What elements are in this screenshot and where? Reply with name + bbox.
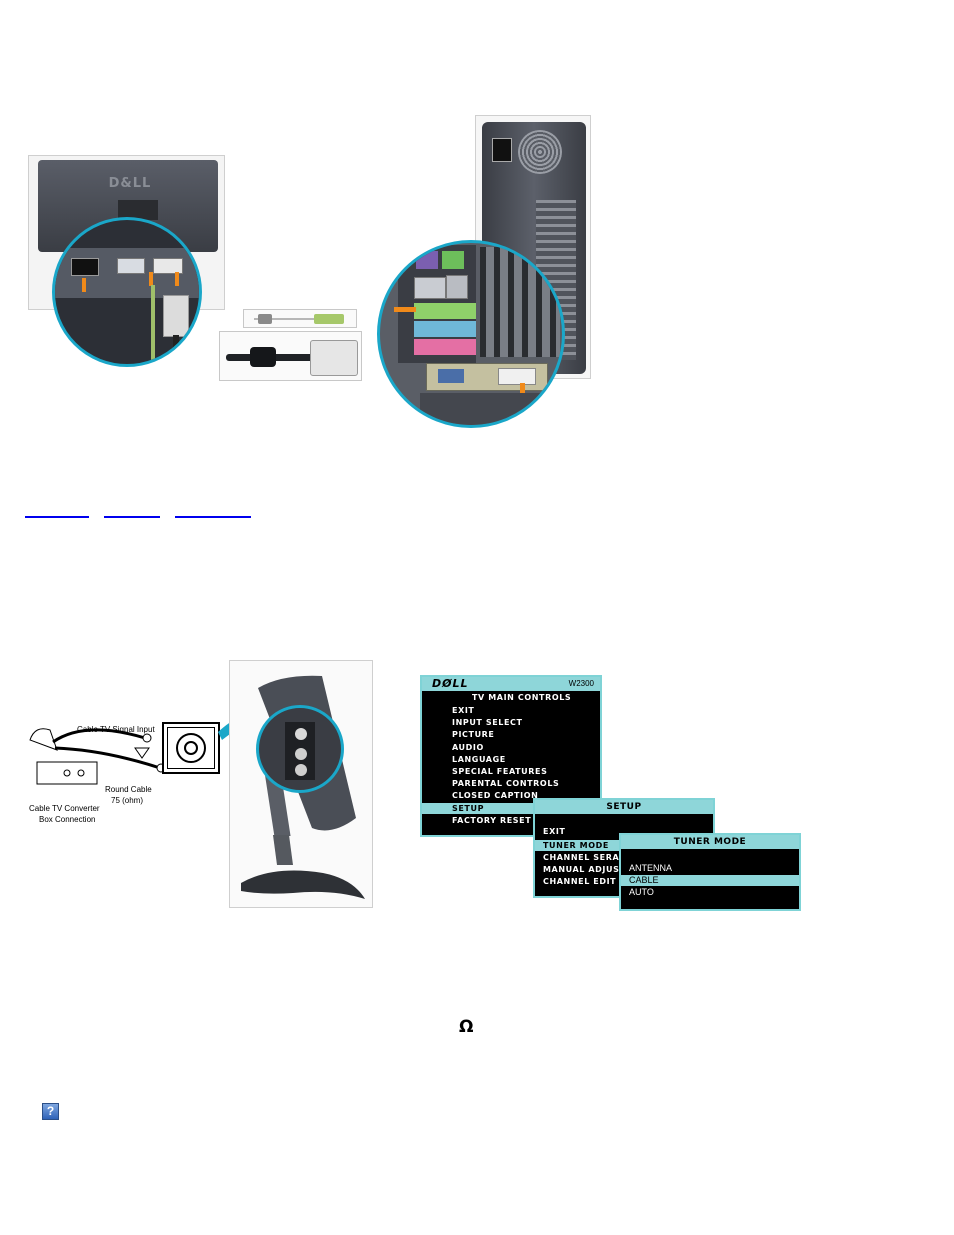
signal-input-label: Cable TV Signal Input	[77, 725, 155, 734]
menu-item-language[interactable]: LANGUAGE	[452, 755, 506, 764]
arrow-icon	[520, 383, 525, 401]
menu-item-exit[interactable]: EXIT	[452, 706, 475, 715]
help-icon[interactable]: ?	[42, 1103, 59, 1120]
line-out-jack	[414, 303, 476, 319]
psu-socket	[492, 138, 512, 162]
menu-item-closed-caption[interactable]: CLOSED CAPTION	[452, 791, 539, 800]
nav-link-3[interactable]	[175, 508, 251, 518]
dell-logo: DØLL	[432, 677, 469, 690]
setup-item-channel-edit[interactable]: CHANNEL EDIT	[543, 877, 617, 886]
round-cable-ohm-label: 75 (ohm)	[111, 796, 143, 805]
graphics-card-bracket	[426, 363, 548, 391]
vent-grille	[480, 247, 560, 357]
fan-grille	[518, 130, 562, 174]
mic-jack	[414, 339, 476, 355]
menu-item-input-select[interactable]: INPUT SELECT	[452, 718, 523, 727]
arrow-icon	[394, 307, 416, 312]
satellite-dish-icon	[29, 728, 58, 751]
dvi-cable-wire	[173, 335, 179, 364]
ps2-mouse-port	[442, 251, 464, 269]
tv-input-zoom-circle	[256, 705, 344, 793]
arrow-icon	[149, 272, 153, 286]
converter-label-2: Box Connection	[39, 815, 95, 824]
usb-ports	[414, 277, 446, 299]
tuner-item-antenna[interactable]: ANTENNA	[629, 863, 673, 873]
arrow-icon	[82, 278, 86, 292]
osd-tuner-menu: TUNER MODE ANTENNA CABLE AUTO	[619, 833, 801, 911]
nav-links	[25, 508, 251, 518]
monitor-ports-zoom-circle	[52, 217, 202, 367]
power-connector	[71, 258, 99, 276]
monitor-stand-mount	[118, 200, 158, 220]
monitor-logo: D&LL	[108, 176, 152, 191]
osd-title: TV MAIN CONTROLS	[472, 693, 572, 702]
osd-tuner-title: TUNER MODE	[621, 835, 799, 849]
audio-cable-image	[243, 309, 357, 328]
osd-selection-highlight	[621, 875, 799, 886]
lan-port	[446, 275, 468, 299]
tuner-item-cable[interactable]: CABLE	[629, 875, 659, 885]
setup-item-tuner-mode[interactable]: TUNER MODE	[543, 841, 609, 850]
tuner-item-auto[interactable]: AUTO	[629, 887, 654, 897]
vga-port	[438, 369, 464, 383]
setup-item-exit[interactable]: EXIT	[543, 827, 566, 836]
setup-item-manual-adjust[interactable]: MANUAL ADJUST	[543, 865, 626, 874]
osd-setup-title: SETUP	[535, 800, 713, 814]
dvi-port	[153, 258, 183, 274]
warning-triangle-icon	[134, 747, 150, 759]
dvi-connector-plugged	[163, 295, 189, 337]
setup-item-channel-search[interactable]: CHANNEL SERACH	[543, 853, 634, 862]
omega-symbol: Ω	[459, 1017, 474, 1037]
menu-item-factory-reset[interactable]: FACTORY RESET	[452, 816, 532, 825]
menu-item-special-features[interactable]: SPECIAL FEATURES	[452, 767, 548, 776]
nav-link-1[interactable]	[25, 508, 89, 518]
computer-ports-zoom-circle	[377, 240, 565, 428]
menu-item-setup[interactable]: SETUP	[452, 804, 485, 813]
converter-label: Cable TV Converter	[29, 804, 100, 813]
model-number: W2300	[568, 679, 594, 688]
arrow-icon	[175, 272, 179, 286]
menu-item-audio[interactable]: AUDIO	[452, 743, 484, 752]
nav-link-2[interactable]	[104, 508, 160, 518]
audio-cable-plugged	[151, 285, 155, 364]
tv-stand-base	[241, 835, 365, 899]
dvi-cable-image	[219, 331, 362, 381]
cable-tv-diagram: Cable TV Signal Input Round Cable 75 (oh…	[29, 725, 166, 824]
menu-item-picture[interactable]: PICTURE	[452, 730, 495, 739]
line-in-jack	[414, 321, 476, 337]
ps2-keyboard-port	[416, 251, 438, 269]
osd-selection-highlight	[422, 803, 600, 814]
vga-port	[117, 258, 145, 274]
menu-item-parental-controls[interactable]: PARENTAL CONTROLS	[452, 779, 560, 788]
round-cable-label: Round Cable	[105, 785, 152, 794]
coax-jack-box	[162, 722, 220, 774]
dvi-port	[498, 368, 536, 385]
